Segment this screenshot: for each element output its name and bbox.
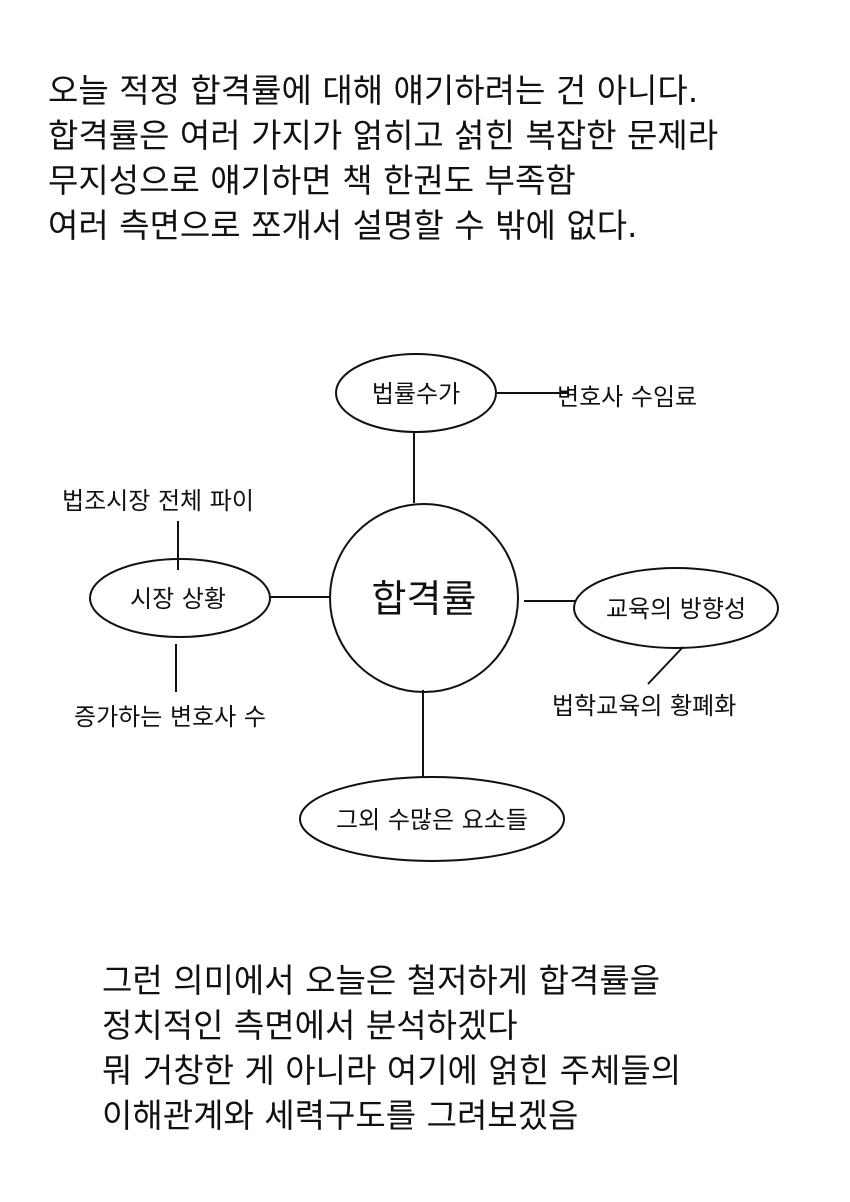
outro-line: 뭐 거창한 게 아니라 여기에 얽힌 주체들의	[102, 1051, 682, 1090]
center-node-circle	[329, 503, 519, 693]
leaf-label-left-top: 법조시장 전체 파이	[62, 487, 254, 515]
intro-line: 오늘 적정 합격률에 대해 얘기하려는 건 아니다.	[48, 71, 699, 110]
left-node-label: 시장 상황	[130, 585, 226, 613]
intro-line: 여러 측면으로 쪼개서 설명할 수 밖에 없다.	[48, 206, 638, 245]
leaf-label-top-right: 변호사 수임료	[557, 383, 697, 411]
right-node-label: 교육의 방향성	[606, 595, 746, 623]
right-node-ellipse	[573, 567, 779, 649]
intro-line: 합격률은 여러 가지가 얽히고 섥힌 복잡한 문제라	[48, 116, 719, 155]
outro-line: 이해관계와 세력구도를 그려보겠음	[102, 1096, 579, 1135]
top-node-label: 법률수가	[372, 380, 460, 408]
connector-right-node-to-leaf	[647, 646, 684, 685]
outro-line: 정치적인 측면에서 분석하겠다	[102, 1006, 518, 1045]
bottom-node-label: 그외 수많은 요소들	[336, 806, 528, 834]
center-node-label: 합격률	[372, 577, 477, 621]
outro-line: 그런 의미에서 오늘은 철저하게 합격률을	[102, 961, 661, 1000]
top-node-ellipse	[335, 353, 497, 433]
left-node-ellipse	[89, 558, 271, 638]
intro-paragraph: 오늘 적정 합격률에 대해 얘기하려는 건 아니다. 합격률은 여러 가지가 얽…	[48, 68, 718, 248]
intro-line: 무지성으로 얘기하면 책 한권도 부족함	[48, 161, 576, 200]
leaf-label-left-bottom: 증가하는 변호사 수	[74, 703, 266, 731]
bottom-node-ellipse	[299, 776, 565, 862]
outro-paragraph: 그런 의미에서 오늘은 철저하게 합격률을 정치적인 측면에서 분석하겠다 뭐 …	[102, 958, 681, 1138]
leaf-label-right-bottom: 법학교육의 황폐화	[552, 692, 736, 720]
